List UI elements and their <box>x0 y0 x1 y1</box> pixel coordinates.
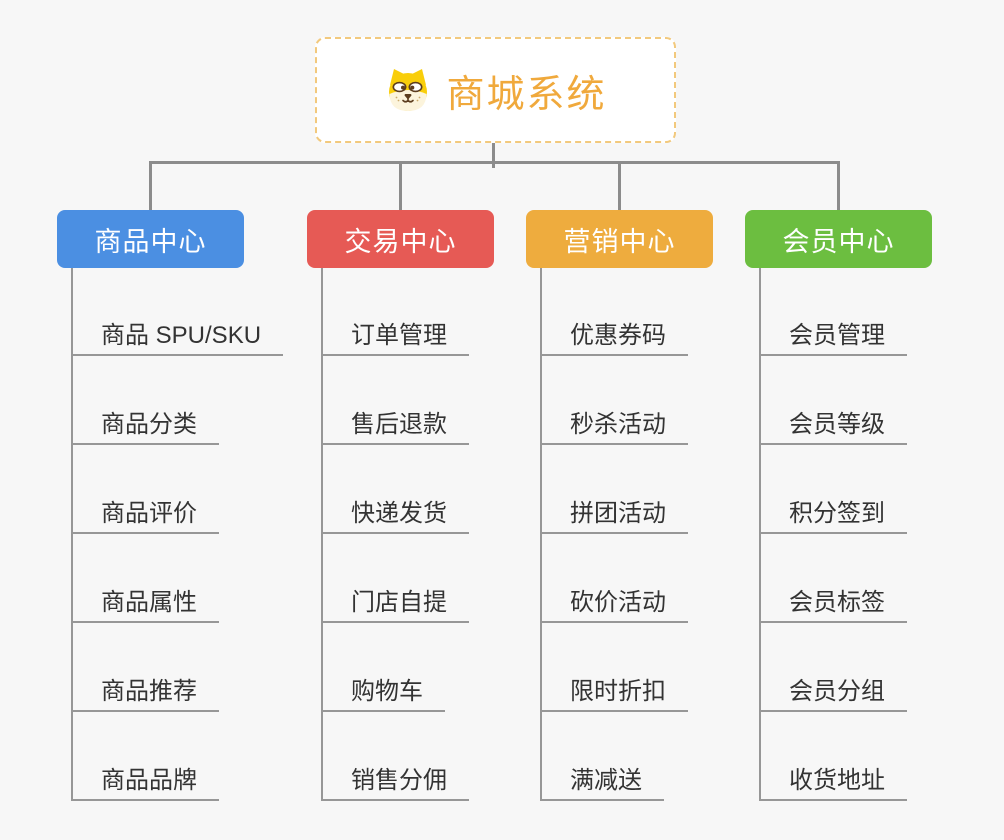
leaf-label: 收货地址 <box>789 767 885 794</box>
leaf-node[interactable]: 限时折扣 <box>540 676 688 712</box>
leaf-label: 拼团活动 <box>570 500 666 527</box>
leaf-label: 积分签到 <box>789 500 885 527</box>
leaf-label: 会员分组 <box>789 678 885 705</box>
root-node[interactable]: 商城系统 <box>315 37 676 143</box>
leaf-label: 订单管理 <box>351 322 447 349</box>
leaf-node[interactable]: 商品评价 <box>71 498 219 534</box>
leaf-node[interactable]: 购物车 <box>321 676 445 712</box>
leaf-node[interactable]: 秒杀活动 <box>540 409 688 445</box>
branch-label: 会员中心 <box>782 226 895 257</box>
connector-stub <box>149 161 152 210</box>
connector-branch-trunk <box>540 268 542 801</box>
branch-node-trade-center[interactable]: 交易中心 <box>307 210 494 268</box>
leaf-node[interactable]: 商品属性 <box>71 587 219 623</box>
leaf-node[interactable]: 会员等级 <box>759 409 907 445</box>
branch-node-member-center[interactable]: 会员中心 <box>745 210 932 268</box>
branch-label: 营销中心 <box>563 226 676 257</box>
leaf-node[interactable]: 商品分类 <box>71 409 219 445</box>
branch-node-product-center[interactable]: 商品中心 <box>57 210 244 268</box>
leaf-label: 商品属性 <box>101 589 197 616</box>
connector-horizontal <box>149 161 840 164</box>
leaf-label: 优惠券码 <box>570 322 666 349</box>
connector-stub <box>618 161 621 210</box>
leaf-label: 商品品牌 <box>101 767 197 794</box>
leaf-label: 快递发货 <box>351 500 447 527</box>
leaf-node[interactable]: 积分签到 <box>759 498 907 534</box>
root-label: 商城系统 <box>446 73 607 116</box>
leaf-node[interactable]: 商品品牌 <box>71 765 219 801</box>
connector-root-trunk <box>492 143 495 168</box>
leaf-label: 商品分类 <box>101 411 197 438</box>
leaf-label: 商品评价 <box>101 500 197 527</box>
leaf-label: 商品推荐 <box>101 678 197 705</box>
leaf-node[interactable]: 订单管理 <box>321 320 469 356</box>
leaf-node[interactable]: 会员标签 <box>759 587 907 623</box>
leaf-node[interactable]: 收货地址 <box>759 765 907 801</box>
leaf-node[interactable]: 会员管理 <box>759 320 907 356</box>
leaf-node[interactable]: 拼团活动 <box>540 498 688 534</box>
dog-face-icon <box>384 66 432 114</box>
branch-node-marketing-center[interactable]: 营销中心 <box>526 210 713 268</box>
leaf-label: 会员管理 <box>789 322 885 349</box>
leaf-label: 砍价活动 <box>570 589 666 616</box>
leaf-node[interactable]: 销售分佣 <box>321 765 469 801</box>
leaf-label: 销售分佣 <box>351 767 447 794</box>
leaf-label: 售后退款 <box>351 411 447 438</box>
leaf-node[interactable]: 门店自提 <box>321 587 469 623</box>
leaf-label: 购物车 <box>351 678 423 705</box>
leaf-label: 会员标签 <box>789 589 885 616</box>
leaf-label: 秒杀活动 <box>570 411 666 438</box>
leaf-label: 门店自提 <box>351 589 447 616</box>
leaf-node[interactable]: 商品 SPU/SKU <box>71 320 284 356</box>
branch-label: 商品中心 <box>94 226 207 257</box>
leaf-node[interactable]: 售后退款 <box>321 409 469 445</box>
connector-stub <box>399 161 402 210</box>
leaf-label: 满减送 <box>570 767 642 794</box>
connector-branch-trunk <box>759 268 761 801</box>
leaf-node[interactable]: 砍价活动 <box>540 587 688 623</box>
leaf-node[interactable]: 满减送 <box>540 765 664 801</box>
connector-branch-trunk <box>321 268 323 801</box>
leaf-label: 商品 SPU/SKU <box>101 322 262 349</box>
leaf-label: 会员等级 <box>789 411 885 438</box>
connector-branch-trunk <box>71 268 73 801</box>
leaf-node[interactable]: 会员分组 <box>759 676 907 712</box>
connector-stub <box>837 161 840 210</box>
branch-label: 交易中心 <box>344 226 457 257</box>
leaf-label: 限时折扣 <box>570 678 666 705</box>
leaf-node[interactable]: 快递发货 <box>321 498 469 534</box>
leaf-node[interactable]: 优惠券码 <box>540 320 688 356</box>
leaf-node[interactable]: 商品推荐 <box>71 676 219 712</box>
